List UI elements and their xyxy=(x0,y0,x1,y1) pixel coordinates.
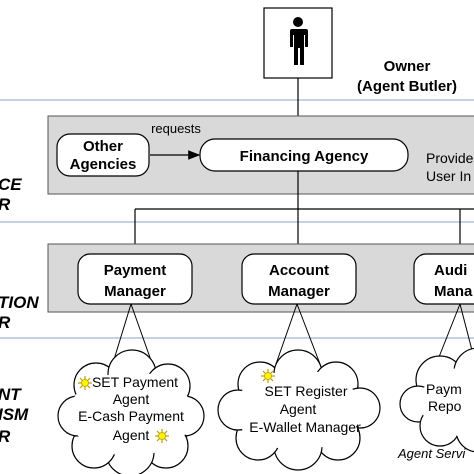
layer-label-management-1: TION xyxy=(0,293,39,312)
provides-line1: Provide xyxy=(426,150,474,166)
account-cloud-line2: Agent xyxy=(280,401,317,417)
agent-services-label: Agent Servi xyxy=(397,446,466,461)
audit-manager-box xyxy=(413,253,474,305)
payment-cloud-tail xyxy=(111,303,154,367)
payment-manager-box xyxy=(77,253,193,305)
audit-cloud-fill xyxy=(420,368,474,436)
payment-manager-line1: Payment xyxy=(104,262,167,279)
layer-label-mechanism-3: R xyxy=(0,427,11,446)
account-cloud-line1: SET Register xyxy=(265,383,348,399)
owner-label-line2: (Agent Butler) xyxy=(357,78,457,95)
person-icon xyxy=(290,17,308,65)
payment-cloud-line4: Agent xyxy=(113,427,150,443)
other-agencies-box xyxy=(56,133,150,177)
requests-label: requests xyxy=(151,121,201,136)
other-agencies-line2: Agencies xyxy=(70,156,137,173)
provides-line2: User In xyxy=(426,168,471,184)
audit-manager-line2: Mana xyxy=(434,283,473,300)
audit-cloud-line2: Repo xyxy=(428,398,462,414)
account-manager-line2: Manager xyxy=(268,283,330,300)
sun-icon xyxy=(261,369,275,383)
financing-agency-label: Financing Agency xyxy=(240,148,369,165)
owner-label-line1: Owner xyxy=(384,58,431,75)
layer-label-service-1: CE xyxy=(0,175,22,194)
layer-label-mechanism-2: ISM xyxy=(0,405,29,424)
account-manager-box xyxy=(241,253,357,305)
layer-label-management-2: R xyxy=(0,313,11,332)
payment-cloud-line2: Agent xyxy=(113,391,150,407)
audit-manager-line1: Audi xyxy=(434,262,467,279)
payment-manager-line2: Manager xyxy=(104,283,166,300)
layer-label-service-2: R xyxy=(0,195,11,214)
sun-icon xyxy=(155,429,169,443)
audit-cloud-line1: Paym xyxy=(426,381,462,397)
payment-cloud-line1: SET Payment xyxy=(92,374,178,390)
other-agencies-line1: Other xyxy=(83,138,123,155)
payment-cloud-line3: E-Cash Payment xyxy=(78,408,184,424)
account-cloud-line3: E-Wallet Manager xyxy=(249,419,361,435)
layer-label-mechanism-1: NT xyxy=(0,385,22,404)
account-cloud-fill xyxy=(234,370,362,450)
account-cloud-tail xyxy=(275,303,321,365)
sun-icon xyxy=(78,376,92,390)
account-manager-line1: Account xyxy=(269,262,329,279)
financing-agency-box xyxy=(199,138,409,172)
